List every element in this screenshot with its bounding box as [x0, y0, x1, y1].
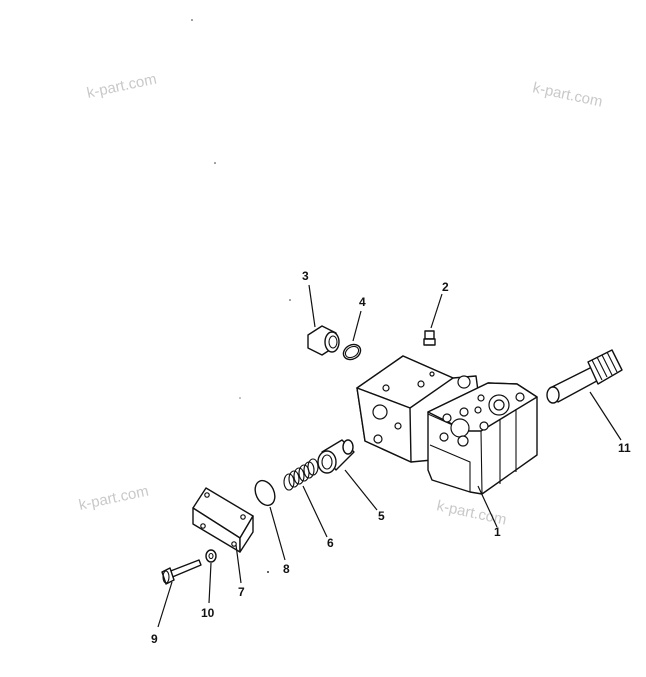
leader-4	[352, 310, 362, 342]
plug-3	[307, 325, 340, 356]
callout-1: 1	[494, 525, 501, 539]
callout-2: 2	[442, 280, 449, 294]
leader-10	[208, 562, 212, 604]
leader-11	[589, 391, 622, 441]
o-ring-8	[254, 479, 276, 507]
spring-6	[283, 458, 319, 491]
callout-9: 9	[151, 632, 158, 646]
spool-11	[546, 349, 623, 404]
bolt-9	[161, 559, 202, 585]
watermark-top-right: k-part.com	[531, 79, 604, 110]
watermark-bottom-right: k-part.com	[435, 497, 508, 528]
o-ring-4	[342, 343, 362, 361]
callout-4: 4	[359, 295, 366, 309]
callout-3: 3	[302, 269, 309, 283]
leader-9	[157, 581, 173, 628]
fitting-2	[423, 330, 436, 346]
leader-7	[235, 544, 242, 584]
leader-5	[344, 469, 378, 511]
sleeve-5	[317, 439, 355, 474]
washer-10	[205, 549, 217, 563]
callout-11: 11	[618, 441, 631, 455]
scan-specks	[191, 19, 291, 573]
callout-8: 8	[283, 562, 290, 576]
leader-3	[308, 284, 316, 328]
leader-2	[430, 293, 443, 329]
callout-6: 6	[327, 536, 334, 550]
valve-body	[356, 355, 538, 495]
watermark-top-left: k-part.com	[85, 71, 158, 102]
callout-10: 10	[201, 606, 215, 620]
callout-7: 7	[238, 585, 245, 599]
callout-5: 5	[378, 509, 385, 523]
leader-6	[302, 485, 328, 538]
cover-7	[192, 487, 254, 553]
leader-8	[269, 506, 286, 561]
watermark-bottom-left: k-part.com	[77, 483, 150, 514]
leader-1	[477, 485, 498, 528]
